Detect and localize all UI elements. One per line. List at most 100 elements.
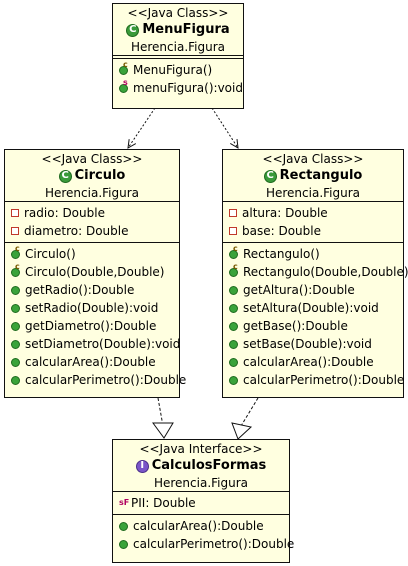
public-method-icon <box>11 357 20 367</box>
field-row[interactable]: radio: Double <box>5 204 179 222</box>
public-method-icon <box>11 339 20 349</box>
stereotype-label: <<Java Class>> <box>262 152 364 166</box>
public-method-icon <box>229 303 238 313</box>
method-row[interactable]: calcularPerimetro():Double <box>223 371 404 389</box>
field-row[interactable]: diametro: Double <box>5 222 179 240</box>
field-signature: PII: Double <box>131 496 196 510</box>
method-signature: calcularPerimetro():Double <box>133 537 295 551</box>
static-method-icon <box>119 79 128 93</box>
public-method-icon <box>11 375 20 385</box>
fields-compartment: sF PII: Double <box>113 492 289 514</box>
class-menufigura[interactable]: <<Java Class>> C MenuFigura Herencia.Fig… <box>112 3 244 109</box>
method-signature: getBase():Double <box>243 319 348 333</box>
method-row[interactable]: calcularArea():Double <box>223 353 403 371</box>
compartment-divider <box>5 201 179 202</box>
public-method-icon <box>119 539 128 549</box>
package-label: Herencia.Figura <box>153 476 249 490</box>
method-row[interactable]: Circulo() <box>5 245 179 263</box>
class-circulo[interactable]: <<Java Class>> C Circulo Herencia.Figura… <box>4 149 186 398</box>
methods-compartment: Circulo() Circulo(Double,Double) getRadi… <box>5 243 186 391</box>
private-field-icon <box>11 209 19 217</box>
method-row[interactable]: getBase():Double <box>223 317 403 335</box>
constructor-icon <box>229 263 238 277</box>
method-row[interactable]: getAltura():Double <box>223 281 403 299</box>
constructor-icon <box>229 245 238 259</box>
method-signature: setBase(Double):void <box>243 337 372 351</box>
method-row[interactable]: Circulo(Double,Double) <box>5 263 179 281</box>
method-row[interactable]: calcularPerimetro():Double <box>113 535 294 553</box>
method-row[interactable]: setRadio(Double):void <box>5 299 179 317</box>
field-signature: diametro: Double <box>24 224 129 238</box>
fields-compartment: altura: Double base: Double <box>223 202 403 242</box>
compartment-divider <box>223 242 403 243</box>
public-method-icon <box>229 357 238 367</box>
class-name: Rectangulo <box>279 168 363 183</box>
method-signature: Circulo(Double,Double) <box>25 265 165 279</box>
method-signature: calcularPerimetro():Double <box>25 373 187 387</box>
stereotype-label: <<Java Interface>> <box>139 442 263 456</box>
method-row[interactable]: menuFigura():void <box>113 79 243 97</box>
method-signature: setDiametro(Double):void <box>25 337 181 351</box>
method-row[interactable]: calcularArea():Double <box>113 517 289 535</box>
method-signature: Rectangulo(Double,Double) <box>243 265 408 279</box>
public-method-icon <box>229 339 238 349</box>
constructor-icon <box>11 263 20 277</box>
private-field-icon <box>11 227 19 235</box>
realization-arrowhead-circulo <box>152 422 174 439</box>
method-signature: menuFigura():void <box>133 81 243 95</box>
realization-arrowhead-rectangulo <box>231 422 253 440</box>
method-row[interactable]: getRadio():Double <box>5 281 179 299</box>
method-row[interactable]: calcularArea():Double <box>5 353 179 371</box>
public-method-icon <box>11 285 20 295</box>
compartment-divider <box>223 201 403 202</box>
method-signature: setRadio(Double):void <box>25 301 159 315</box>
method-row[interactable]: setDiametro(Double):void <box>5 335 181 353</box>
method-signature: calcularArea():Double <box>243 355 374 369</box>
method-row[interactable]: Rectangulo() <box>223 245 403 263</box>
field-signature: radio: Double <box>24 206 105 220</box>
package-label: Herencia.Figura <box>44 186 140 200</box>
methods-compartment: calcularArea():Double calcularPerimetro(… <box>113 515 294 555</box>
method-signature: MenuFigura() <box>133 63 213 77</box>
method-signature: setAltura(Double):void <box>243 301 379 315</box>
interface-name: CalculosFormas <box>151 458 267 473</box>
class-icon: C <box>58 169 72 183</box>
private-field-icon <box>229 209 237 217</box>
method-row[interactable]: calcularPerimetro():Double <box>5 371 186 389</box>
method-signature: getAltura():Double <box>243 283 355 297</box>
class-icon: C <box>126 23 140 37</box>
interface-icon: I <box>135 459 149 473</box>
field-row[interactable]: altura: Double <box>223 204 403 222</box>
compartment-divider <box>5 242 179 243</box>
constructor-icon <box>11 245 20 259</box>
interface-calculosformas[interactable]: <<Java Interface>> I CalculosFormas Here… <box>112 439 294 563</box>
compartment-divider <box>113 514 289 515</box>
method-row[interactable]: setAltura(Double):void <box>223 299 403 317</box>
static-final-field-icon: sF <box>119 498 130 507</box>
compartment-divider <box>113 55 243 59</box>
fields-compartment: radio: Double diametro: Double <box>5 202 179 242</box>
class-name: MenuFigura <box>142 22 230 37</box>
method-signature: getDiametro():Double <box>25 319 157 333</box>
method-row[interactable]: MenuFigura() <box>113 61 243 79</box>
realization-arrow-circulo-calculosformas <box>157 397 164 427</box>
method-row[interactable]: Rectangulo(Double,Double) <box>223 263 408 281</box>
class-icon: C <box>263 169 277 183</box>
dependency-arrow-menufigura-circulo <box>128 107 156 148</box>
public-method-icon <box>11 303 20 313</box>
public-method-icon <box>229 285 238 295</box>
class-name: Circulo <box>74 168 126 183</box>
compartment-divider <box>113 491 289 492</box>
class-rectangulo[interactable]: <<Java Class>> C Rectangulo Herencia.Fig… <box>222 149 408 398</box>
method-row[interactable]: getDiametro():Double <box>5 317 179 335</box>
realization-arrow-rectangulo-calculosformas <box>240 397 259 427</box>
method-row[interactable]: setBase(Double):void <box>223 335 403 353</box>
field-row[interactable]: base: Double <box>223 222 403 240</box>
field-row[interactable]: sF PII: Double <box>113 494 289 512</box>
stereotype-label: <<Java Class>> <box>41 152 143 166</box>
public-method-icon <box>119 521 128 531</box>
stereotype-label: <<Java Class>> <box>127 6 229 20</box>
method-signature: Rectangulo() <box>243 247 320 261</box>
public-method-icon <box>229 321 238 331</box>
